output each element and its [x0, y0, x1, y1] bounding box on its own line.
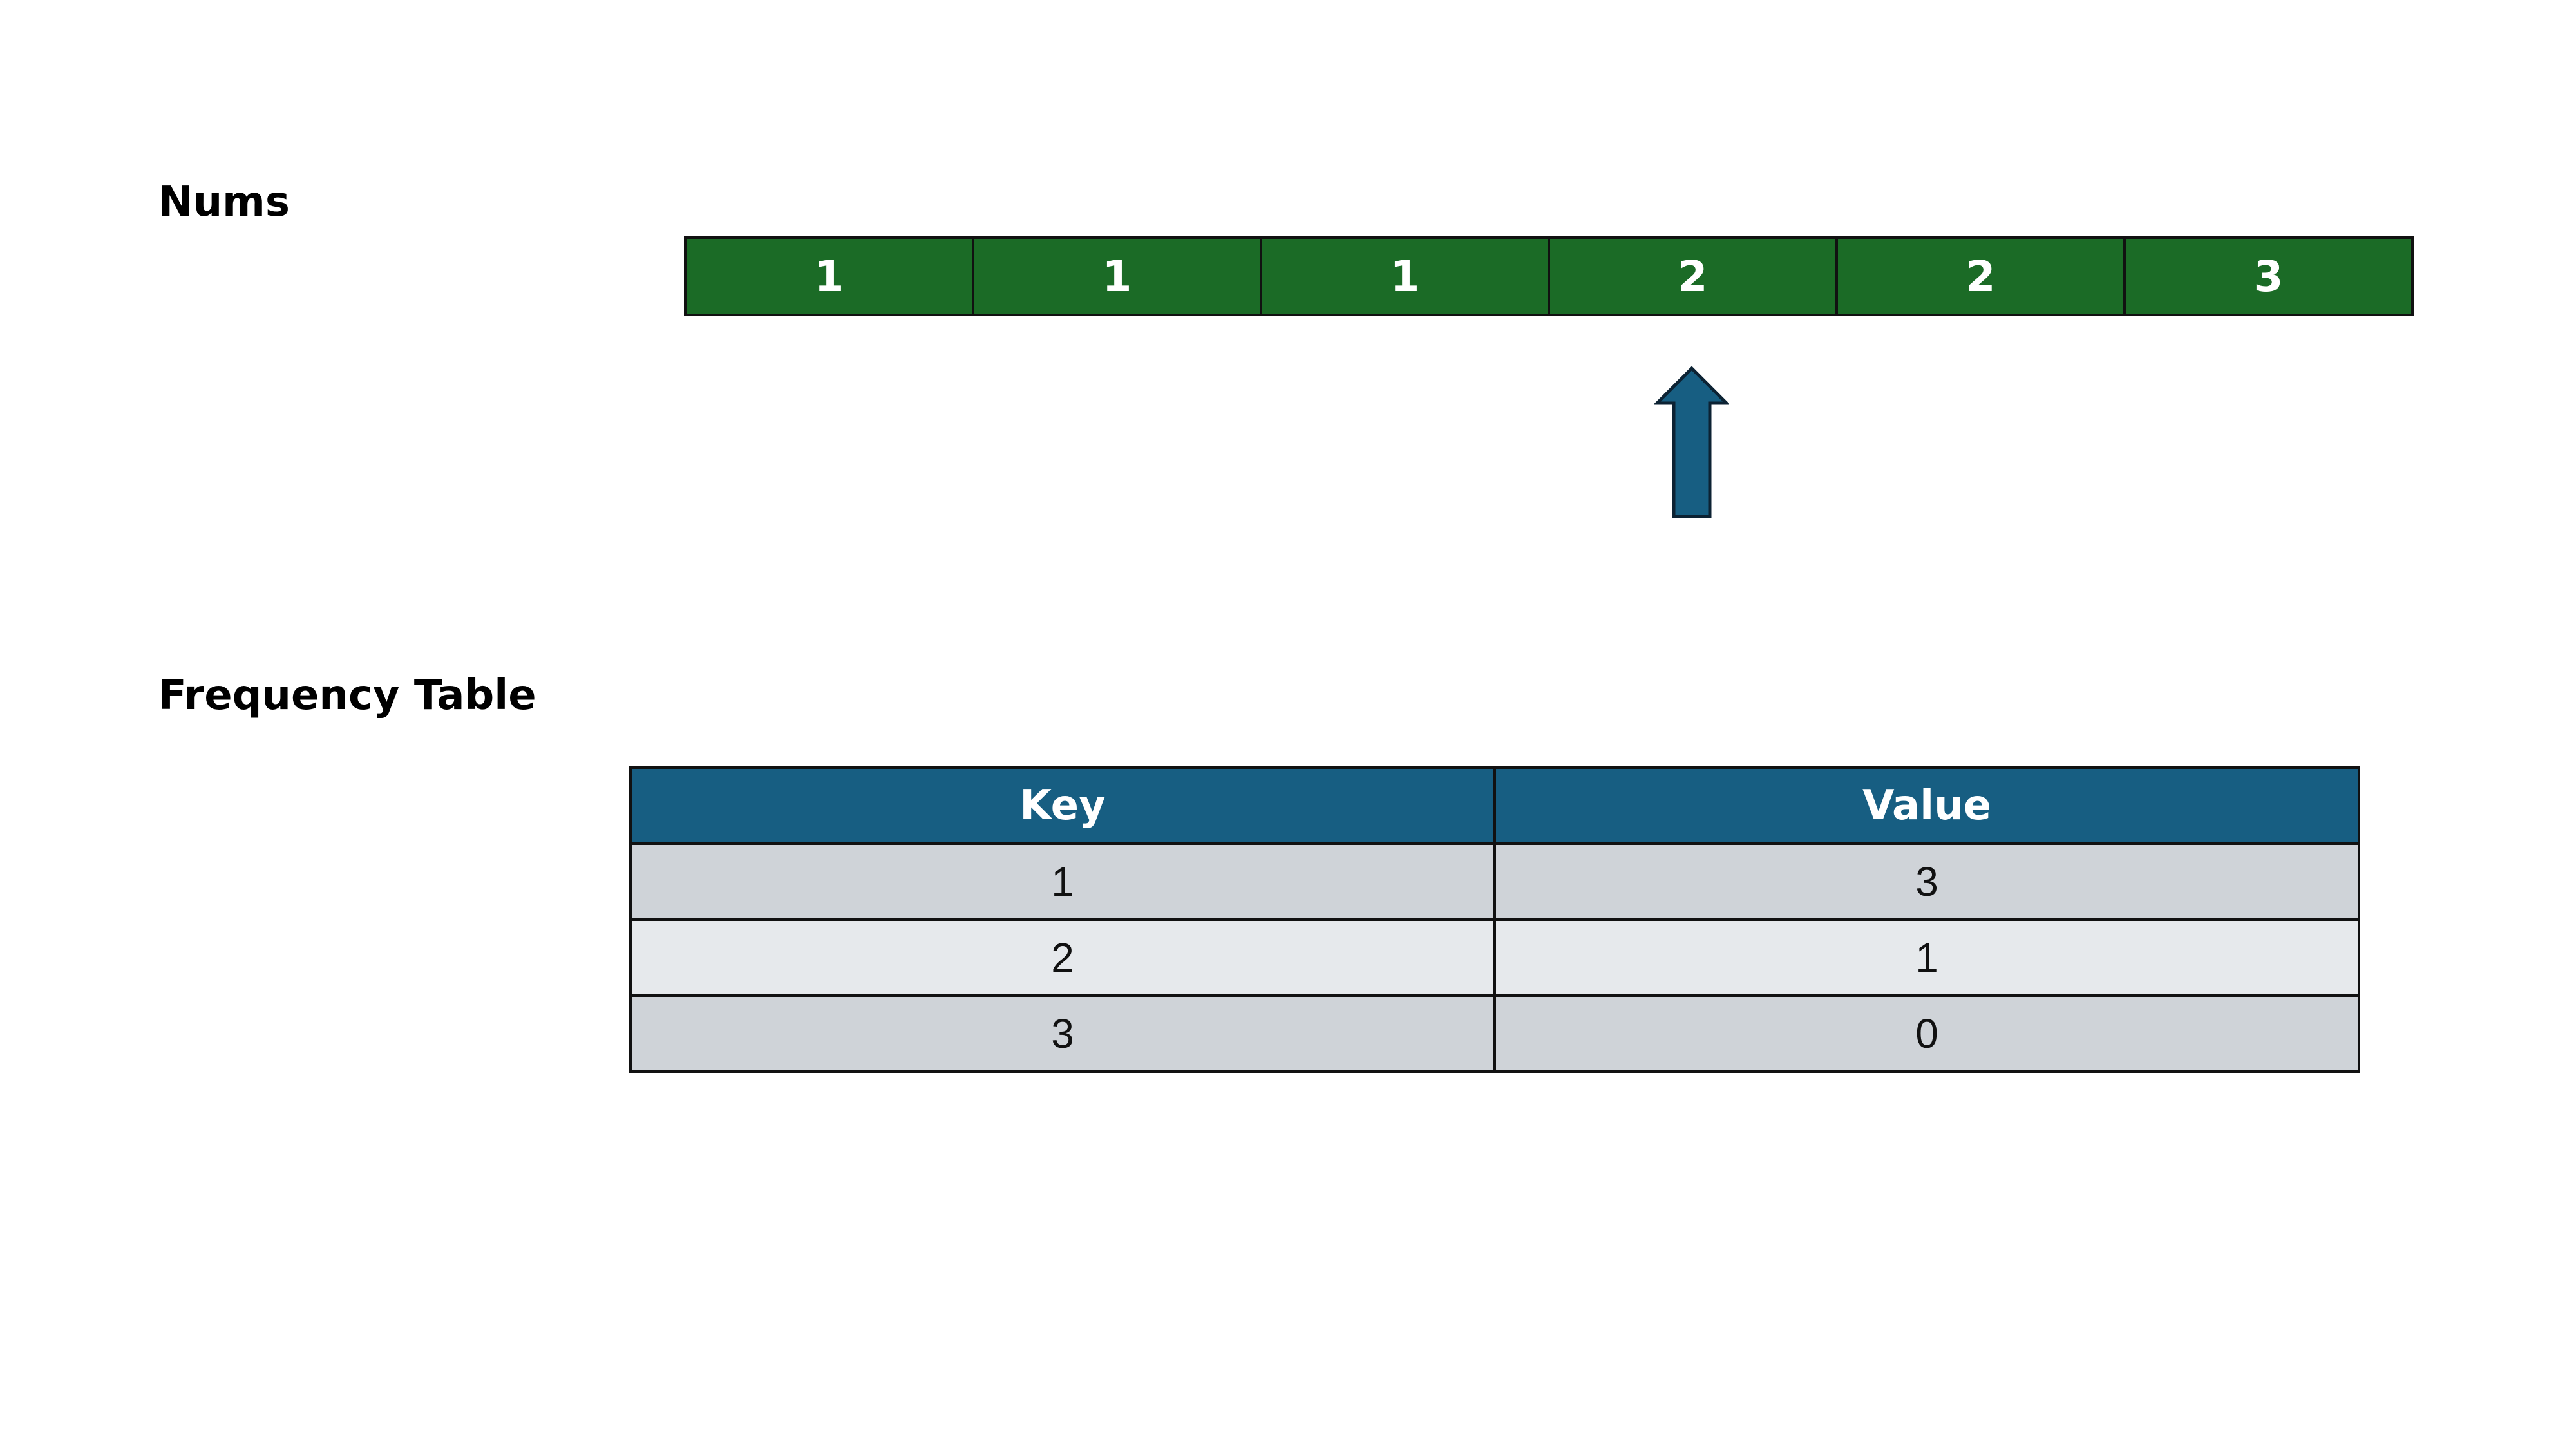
frequency-table: Key Value 1 3 2 1 3 0	[629, 766, 2360, 1073]
array-cell-5: 3	[2126, 239, 2411, 314]
array-cell-4: 2	[1838, 239, 2126, 314]
key-cell: 1	[629, 842, 1496, 921]
pointer-arrow-shape	[1654, 366, 1729, 518]
frequency-table-label: Frequency Table	[158, 672, 536, 719]
array-cell-2: 1	[1262, 239, 1550, 314]
table-row: 1 3	[629, 842, 2360, 921]
column-header-key: Key	[629, 766, 1496, 845]
key-cell: 2	[629, 918, 1496, 997]
table-header-row: Key Value	[629, 766, 2360, 845]
value-cell: 3	[1493, 842, 2360, 921]
pointer-up-arrow-icon	[1654, 366, 1729, 518]
array-cell-3: 2	[1550, 239, 1838, 314]
key-cell: 3	[629, 994, 1496, 1073]
nums-label: Nums	[158, 178, 290, 226]
column-header-value: Value	[1493, 766, 2360, 845]
value-cell: 0	[1493, 994, 2360, 1073]
array-cell-0: 1	[687, 239, 974, 314]
value-cell: 1	[1493, 918, 2360, 997]
nums-array: 1 1 1 2 2 3	[684, 236, 2414, 316]
array-cell-1: 1	[974, 239, 1262, 314]
table-row: 2 1	[629, 918, 2360, 997]
table-row: 3 0	[629, 994, 2360, 1073]
